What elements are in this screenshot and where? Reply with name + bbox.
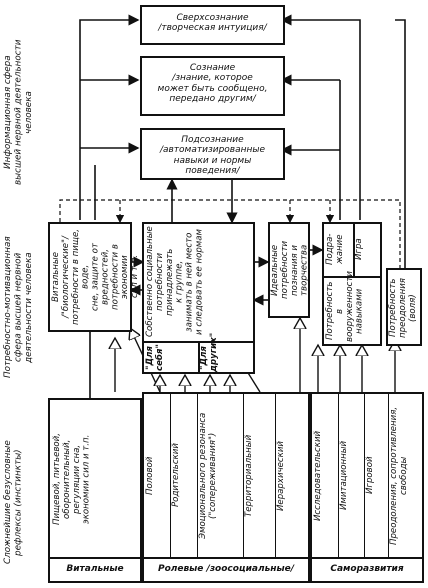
- label-unconditioned-reflexes: Сложнейшие безусловные рефлексы (инстинк…: [3, 440, 24, 565]
- arrow-vital-superconscious: [79, 14, 140, 220]
- vital-needs-box: Витальные /"биологические"/ потребности …: [48, 222, 140, 332]
- conscious-box: Сознание /знание, которое может быть соо…: [140, 56, 285, 116]
- armament-needs-box: Подра- жание Игра Потребность в вооружен…: [322, 222, 382, 346]
- self-instinct-imitative: Имитационный: [338, 394, 365, 557]
- self-development-instincts-box: Исследовательский Имитационный Игровой П…: [310, 392, 424, 583]
- role-group-label-cell: Ролевые /зоосоциальные/: [144, 557, 308, 583]
- role-instinct-territorial: Территориальный: [243, 394, 276, 557]
- self-instinct-exploratory: Исследовательский: [312, 394, 339, 557]
- self-instinct-overcoming: Преодоления, сопротивления, свободы: [389, 406, 409, 545]
- role-instincts-box: Половой Родительский Эмоционального резо…: [142, 392, 310, 583]
- social-needs-box: Собственно социальные потребности принад…: [142, 222, 255, 374]
- vital-group-label-cell: Витальные: [50, 557, 140, 583]
- arrow-self-superconscious: [280, 14, 361, 220]
- for-others-cell: "Для других": [198, 333, 253, 374]
- play-cell: Игра: [353, 224, 380, 278]
- dashed-link-top: [59, 199, 401, 270]
- overcoming-needs-box: Потребность преодоления (воля): [386, 268, 422, 346]
- label-information-sphere: Информационная сфера высшей нервной деят…: [3, 39, 35, 186]
- superconscious-box: Сверхсознание /творческая интуиция/: [140, 5, 285, 45]
- role-instinct-hierarchical: Иерархический: [276, 440, 286, 511]
- self-instinct-play: Игровой: [364, 394, 389, 557]
- self-group-label-cell: Саморазвития: [312, 557, 422, 583]
- role-instinct-parental: Родительский: [170, 394, 198, 557]
- ideal-needs-box: Идеальные потребности познания и творчес…: [268, 222, 310, 318]
- vital-instincts-box: Пищевой, питьевой, оборонительный, регул…: [48, 398, 142, 583]
- label-need-motivation-sphere: Потребностно-мотивационная сфера высшей …: [3, 236, 35, 379]
- imitation-cell: Подра- жание: [324, 224, 355, 278]
- role-instinct-sexual: Половой: [144, 394, 171, 557]
- role-instinct-empathy: Эмоционального резонанса ("сопереживания…: [197, 394, 244, 557]
- subconscious-box: Подсознание /автоматизированные навыки и…: [140, 128, 285, 180]
- for-self-cell: "Для себя": [144, 341, 200, 374]
